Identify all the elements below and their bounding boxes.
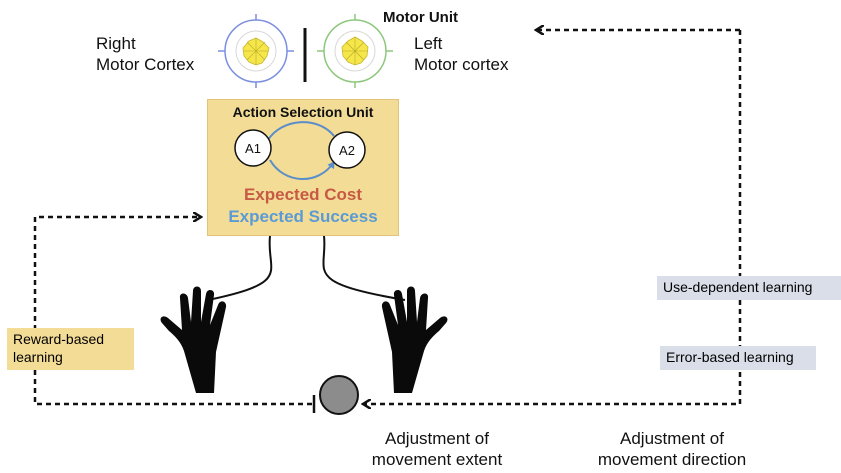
action-node-a2 [328,131,366,169]
a2-to-a1-arrow [261,121,335,148]
reward-based-line: Reward-based [13,331,105,347]
right-cortex-line: Motor Cortex [96,55,195,74]
reward-learning-loop [33,217,312,406]
left-cortex-line: Left [414,34,443,53]
left-cortex-line: Motor cortex [414,55,509,74]
left-cortex-polar-plot [317,14,393,88]
reward-based-line: learning [13,349,63,365]
a1-to-a2-arrow [269,159,335,180]
expected-success-label: Expected Success [228,207,378,226]
right-hand-icon [381,286,448,393]
direction-caption-line: Adjustment of [620,429,724,448]
error-learning-return-arrow [364,30,742,404]
right-cortex-line: Right [96,34,136,53]
action-node-a1 [234,129,272,167]
left-hand-connector [207,235,273,301]
error-based-learning-tag: Error-based learning [660,346,816,370]
direction-caption-line: movement direction [597,450,747,469]
target-circle [319,375,359,415]
action-a1-label: A1 [245,141,261,156]
extent-caption-line: movement extent [371,450,503,469]
right-cortex-polar-plot [218,14,294,88]
expected-cost-label: Expected Cost [243,185,363,204]
left-hand-icon [160,286,227,393]
action-selection-title: Action Selection Unit [232,104,374,120]
action-a2-label: A2 [339,143,355,158]
motor-unit-title: Motor Unit [383,9,458,26]
extent-caption-line: Adjustment of [385,429,489,448]
movement-direction-caption: Adjustment of movement direction [582,428,762,470]
reward-based-learning-tag: Reward-based learning [7,328,134,370]
action-nodes [234,121,366,180]
movement-extent-caption: Adjustment of movement extent [352,428,522,470]
use-dependent-learning-tag: Use-dependent learning [657,276,841,300]
right-hand-connector [322,235,406,301]
